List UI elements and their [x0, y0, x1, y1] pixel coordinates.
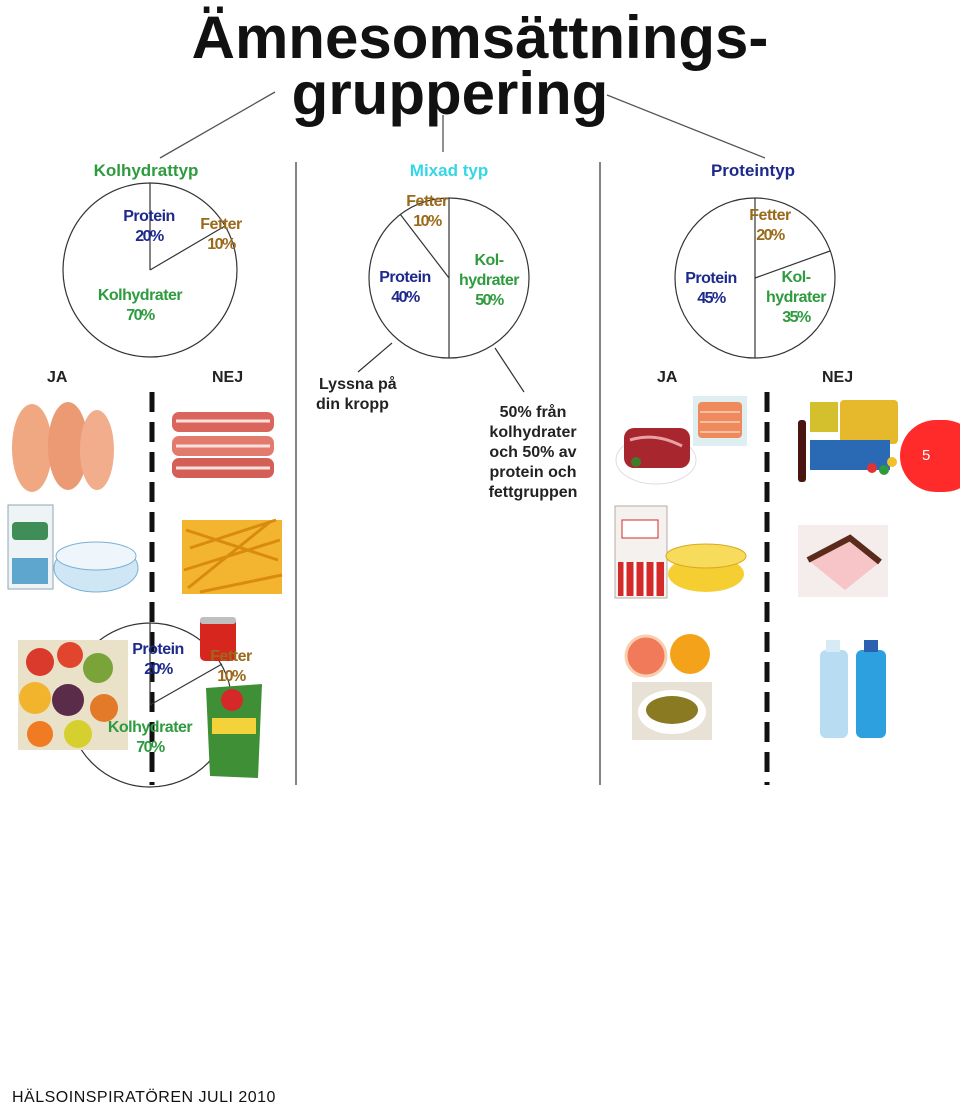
note-listen-line-1: Lyssna på	[319, 376, 397, 393]
page-number-badge: 5	[900, 420, 960, 492]
beef-image	[615, 428, 697, 485]
pie-kolhydrattyp-protein: Protein 20%	[104, 207, 194, 247]
note-ratio-line-5: fettgruppen	[488, 484, 578, 501]
right-nej-label: NEJ	[822, 369, 854, 386]
title-connector-left	[159, 91, 276, 159]
left-nej-label: NEJ	[212, 369, 244, 386]
pie2-kolhydrat-label1: Kol-	[474, 252, 504, 269]
pie-proteintyp	[674, 197, 836, 359]
pie-mixad-typ	[368, 197, 530, 359]
note-ratio-line-4: protein och	[489, 464, 577, 481]
title-line-1: Ämnesomsättnings-	[191, 4, 769, 71]
milk-carton-right-image	[614, 505, 668, 599]
note-ratio-line-1: 50% från	[499, 404, 567, 421]
pie2-kolhydrat-label2: hydrater	[458, 272, 520, 289]
pie2-protein-pct: 40%	[391, 289, 420, 306]
footer-text: HÄLSOINSPIRATÖREN JULI 2010	[12, 1089, 276, 1106]
pie1-protein-pct: 20%	[135, 228, 164, 245]
pie3-protein-label: Protein	[685, 270, 737, 287]
pie3-kolhydrat-label1: Kol-	[781, 269, 811, 286]
pie4-protein-label: Protein	[132, 641, 184, 658]
candy-image	[798, 400, 898, 482]
pie1-kolhydrat-label: Kolhydrater	[97, 287, 183, 304]
pie-kolhydrattyp	[62, 182, 238, 358]
pie-protein-fetter: Fetter 20%	[738, 206, 802, 246]
chicken-image	[12, 402, 114, 492]
title-connector-right	[606, 94, 766, 159]
butter-tub-right-image	[665, 543, 747, 592]
note-listen-line-2: din kropp	[316, 396, 389, 413]
olives-image	[632, 682, 712, 740]
pie3-fetter-label: Fetter	[749, 207, 791, 224]
food-images-right	[614, 396, 898, 740]
pie-bottom-fetter: Fetter 10%	[198, 647, 264, 687]
note-listen: Lyssna på din kropp	[316, 375, 397, 415]
pie-bottom-protein: Protein 20%	[122, 640, 194, 680]
pie1-kolhydrat-pct: 70%	[126, 307, 155, 324]
salmon-image	[693, 396, 747, 446]
middle-connector-right	[494, 347, 525, 393]
middle-connector-left	[357, 342, 393, 373]
header-mixad-typ: Mixad typ	[409, 161, 489, 180]
chips-bag-image	[206, 684, 262, 778]
fries-image	[182, 518, 283, 594]
left-ja-label: JA	[47, 369, 68, 386]
note-ratio: 50% från kolhydrater och 50% av protein …	[468, 403, 598, 503]
pie-mixad-kolhydrater: Kol- hydrater 50%	[452, 251, 526, 311]
milk-carton-image	[7, 504, 54, 590]
pie2-kolhydrat-pct: 50%	[475, 292, 504, 309]
sports-drinks-image	[820, 640, 886, 738]
pie2-protein-label: Protein	[379, 269, 431, 286]
bacon-image	[172, 412, 274, 478]
header-kolhydrattyp: Kolhydrattyp	[93, 161, 199, 180]
pie1-protein-label: Protein	[123, 208, 175, 225]
butter-tub-image	[53, 541, 139, 593]
pie4-fetter-label: Fetter	[210, 648, 252, 665]
pie-protein-kolhydrater: Kol- hydrater 35%	[759, 268, 833, 328]
pie-bottom-kolhydrater: Kolhydrater 70%	[92, 718, 208, 758]
title-line-2: gruppering	[291, 60, 609, 127]
pie-mixad-fetter: Fetter 10%	[394, 192, 460, 232]
pie3-protein-pct: 45%	[697, 290, 726, 307]
pie-kolhydrattyp-kolhydrater: Kolhydrater 70%	[82, 286, 198, 326]
pie2-fetter-label: Fetter	[406, 193, 448, 210]
pie-protein-protein: Protein 45%	[676, 269, 746, 309]
pie2-fetter-pct: 10%	[413, 213, 442, 230]
pie4-kolhydrat-pct: 70%	[136, 739, 165, 756]
pie3-fetter-pct: 20%	[756, 227, 785, 244]
note-ratio-line-3: och 50% av	[489, 444, 577, 461]
pie-kolhydrattyp-fetter: Fetter 10%	[188, 215, 254, 255]
pie3-kolhydrat-label2: hydrater	[765, 289, 827, 306]
note-ratio-line-2: kolhydrater	[489, 424, 577, 441]
pie4-protein-pct: 20%	[144, 661, 173, 678]
citrus-image	[624, 634, 710, 678]
pie1-fetter-pct: 10%	[207, 236, 236, 253]
pie4-kolhydrat-label: Kolhydrater	[107, 719, 193, 736]
pie-mixad-protein: Protein 40%	[370, 268, 440, 308]
food-images-left	[7, 402, 283, 778]
cake-image	[798, 525, 888, 597]
header-proteintyp: Proteintyp	[710, 161, 796, 180]
pie3-kolhydrat-pct: 35%	[782, 309, 811, 326]
vegetables-image	[18, 640, 128, 750]
right-ja-label: JA	[657, 369, 678, 386]
cola-can-image	[200, 617, 236, 661]
pie4-fetter-pct: 10%	[217, 668, 246, 685]
pie1-fetter-label: Fetter	[200, 216, 242, 233]
